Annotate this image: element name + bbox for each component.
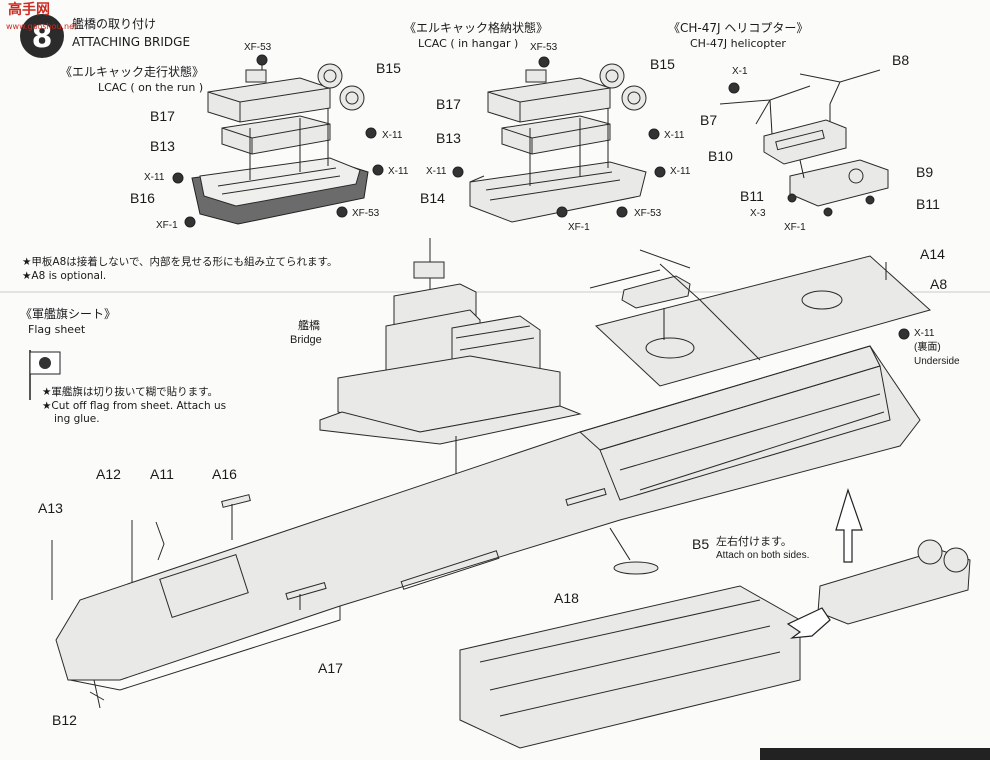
part-label-a14: A14 xyxy=(920,246,945,262)
part-label-b12: B12 xyxy=(52,712,77,728)
footer-bar xyxy=(760,748,990,760)
part-label-xf1: XF-1 xyxy=(568,222,590,233)
flag-note-en: ★Cut off flag from sheet. Attach us xyxy=(42,400,227,412)
bridge-section-title-jp: 艦橋の取り付け xyxy=(72,17,157,31)
part-label-b10: B10 xyxy=(708,148,733,164)
part-label-b14: B14 xyxy=(420,190,445,206)
lcac-hangar-title-jp: 《エルキャック格納状態》 xyxy=(404,21,549,35)
ch47-title-en: CH-47J helicopter xyxy=(690,37,786,50)
part-label-xf53: XF-53 xyxy=(244,42,272,53)
part-label-a17: A17 xyxy=(318,660,343,676)
bridge-section-title-en: ATTACHING BRIDGE xyxy=(72,35,191,49)
lcac-run-drawing xyxy=(172,54,384,228)
part-label-x11: X-11 xyxy=(388,166,409,177)
part-label-b9: B9 xyxy=(916,164,934,180)
part-label-a16: A16 xyxy=(212,466,237,482)
part-label-b13: B13 xyxy=(436,130,461,146)
b5-note-jp: 左右付けます。 xyxy=(716,536,792,548)
part-label-b11: B11 xyxy=(916,196,940,212)
flag-icon xyxy=(29,350,61,400)
underside-jp: (裏面) xyxy=(914,342,941,353)
part-label-xf53: XF-53 xyxy=(352,208,380,219)
flag-note-jp: ★軍艦旗は切り抜いて糊で貼ります。 xyxy=(42,386,219,398)
svg-text:8: 8 xyxy=(32,20,53,55)
part-label-a13: A13 xyxy=(38,500,63,516)
bridge-label-jp: 艦橋 xyxy=(298,320,320,332)
part-label-b17: B17 xyxy=(150,108,175,124)
bridge-label-en: Bridge xyxy=(290,334,322,346)
lcac-hangar-drawing xyxy=(452,56,666,223)
bridge-drawing xyxy=(319,238,582,480)
part-label-a8: A8 xyxy=(930,276,948,292)
step-number-icon: 8 xyxy=(20,14,64,58)
part-label-x11: X-11 xyxy=(382,130,403,141)
lcac-run-title-en: LCAC ( on the run ) xyxy=(98,81,204,94)
part-label-b5: B5 xyxy=(692,536,710,552)
part-label-b13: B13 xyxy=(150,138,175,154)
part-label-b11: B11 xyxy=(740,188,764,204)
part-label-x11: X-11 xyxy=(664,130,685,141)
hull-drawing xyxy=(51,345,971,749)
a8-note-jp: ★甲板A8は接着しないで、内部を見せる形にも組み立てられます。 xyxy=(22,256,338,268)
watermark-url: www.gaoshou.net xyxy=(6,22,78,31)
part-label-b16: B16 xyxy=(130,190,155,206)
part-label-b8: B8 xyxy=(892,52,910,68)
part-label-xf53: XF-53 xyxy=(530,42,558,53)
b5-note-en: Attach on both sides. xyxy=(716,550,810,561)
part-label-xf1: XF-1 xyxy=(156,220,178,231)
part-label-b17: B17 xyxy=(436,96,461,112)
part-label-a11: A11 xyxy=(150,466,174,482)
lcac-hangar-title-en: LCAC ( in hangar ) xyxy=(418,37,519,50)
flag-note-en-cont: ing glue. xyxy=(54,413,100,425)
part-label-xf1: XF-1 xyxy=(784,222,806,233)
watermark-logo: 高手网 xyxy=(8,2,50,18)
flight-deck-drawing xyxy=(589,249,932,387)
flag-sheet-title-jp: 《軍艦旗シート》 xyxy=(20,307,117,321)
lcac-run-title-jp: 《エルキャック走行状態》 xyxy=(60,65,205,79)
flag-sheet-title-en: Flag sheet xyxy=(28,323,86,336)
a8-note-en: ★A8 is optional. xyxy=(22,270,107,282)
part-label-xf53: XF-53 xyxy=(634,208,662,219)
part-label-x11: X-11 xyxy=(670,166,691,177)
underside-en: Underside xyxy=(914,356,960,367)
part-label-a18: A18 xyxy=(554,590,579,606)
ch47-drawing xyxy=(719,69,889,217)
part-label-x3: X-3 xyxy=(750,208,766,219)
part-label-x1: X-1 xyxy=(732,66,748,77)
ch47-title-jp: 《CH-47J ヘリコプター》 xyxy=(668,21,809,35)
part-label-a12: A12 xyxy=(96,466,121,482)
underside-code: X-11 xyxy=(914,328,935,339)
part-label-b7: B7 xyxy=(700,112,718,128)
part-label-b15: B15 xyxy=(376,60,401,76)
part-label-b15: B15 xyxy=(650,56,675,72)
part-label-x11: X-11 xyxy=(144,172,165,183)
part-label-x11: X-11 xyxy=(426,166,447,177)
